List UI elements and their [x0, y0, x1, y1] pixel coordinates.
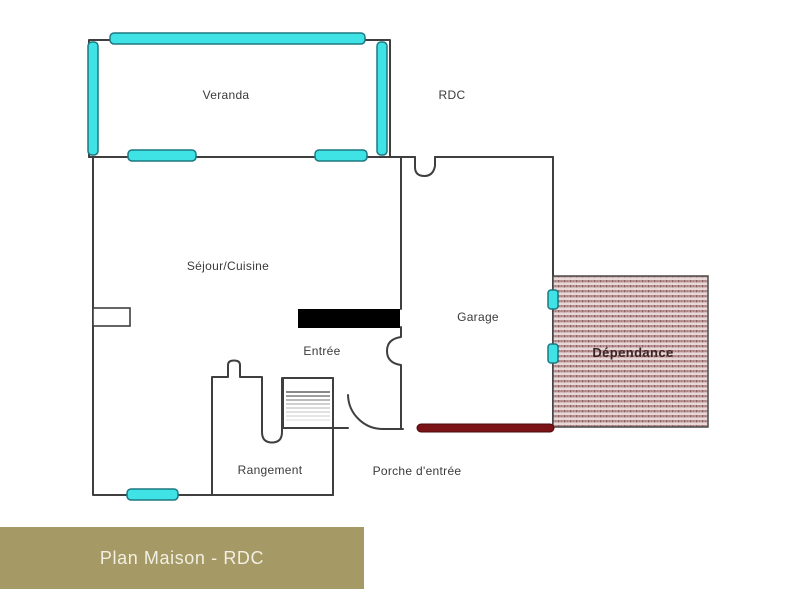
caption-banner: Plan Maison - RDC — [0, 527, 364, 589]
left-wall-recess — [92, 307, 131, 327]
wall-house-left-bottom — [92, 156, 334, 496]
window-sejour-bottom — [126, 488, 179, 501]
label-veranda: Veranda — [203, 88, 250, 102]
label-garage: Garage — [457, 310, 499, 324]
entrance-separator-bar — [298, 309, 400, 328]
label-rdc: RDC — [439, 88, 466, 102]
window-dependance-lower — [547, 343, 559, 364]
label-sejour-cuisine: Séjour/Cuisine — [187, 259, 269, 273]
label-entree: Entrée — [303, 344, 340, 358]
label-rangement: Rangement — [238, 463, 303, 477]
window-veranda-top — [109, 32, 366, 45]
window-veranda-right — [376, 41, 388, 156]
window-dependance-upper — [547, 289, 559, 310]
window-veranda-left — [87, 41, 99, 156]
window-sejour-top-right — [314, 149, 368, 162]
wall-sejour-garage — [386, 156, 402, 430]
window-sejour-top-left — [127, 149, 197, 162]
label-dependance: Dépendance — [592, 345, 673, 360]
garage-top-door-notch — [414, 156, 436, 177]
entry-door-arc — [347, 394, 384, 430]
label-porche-entree: Porche d'entrée — [373, 464, 462, 478]
staircase-steps — [286, 391, 330, 421]
staircase-box — [282, 377, 334, 429]
caption-title: Plan Maison - RDC — [99, 547, 265, 568]
wall-porch — [332, 427, 404, 430]
garage-door-bar — [416, 423, 555, 433]
wall-rangement — [211, 359, 283, 496]
dependance-area — [552, 275, 709, 428]
